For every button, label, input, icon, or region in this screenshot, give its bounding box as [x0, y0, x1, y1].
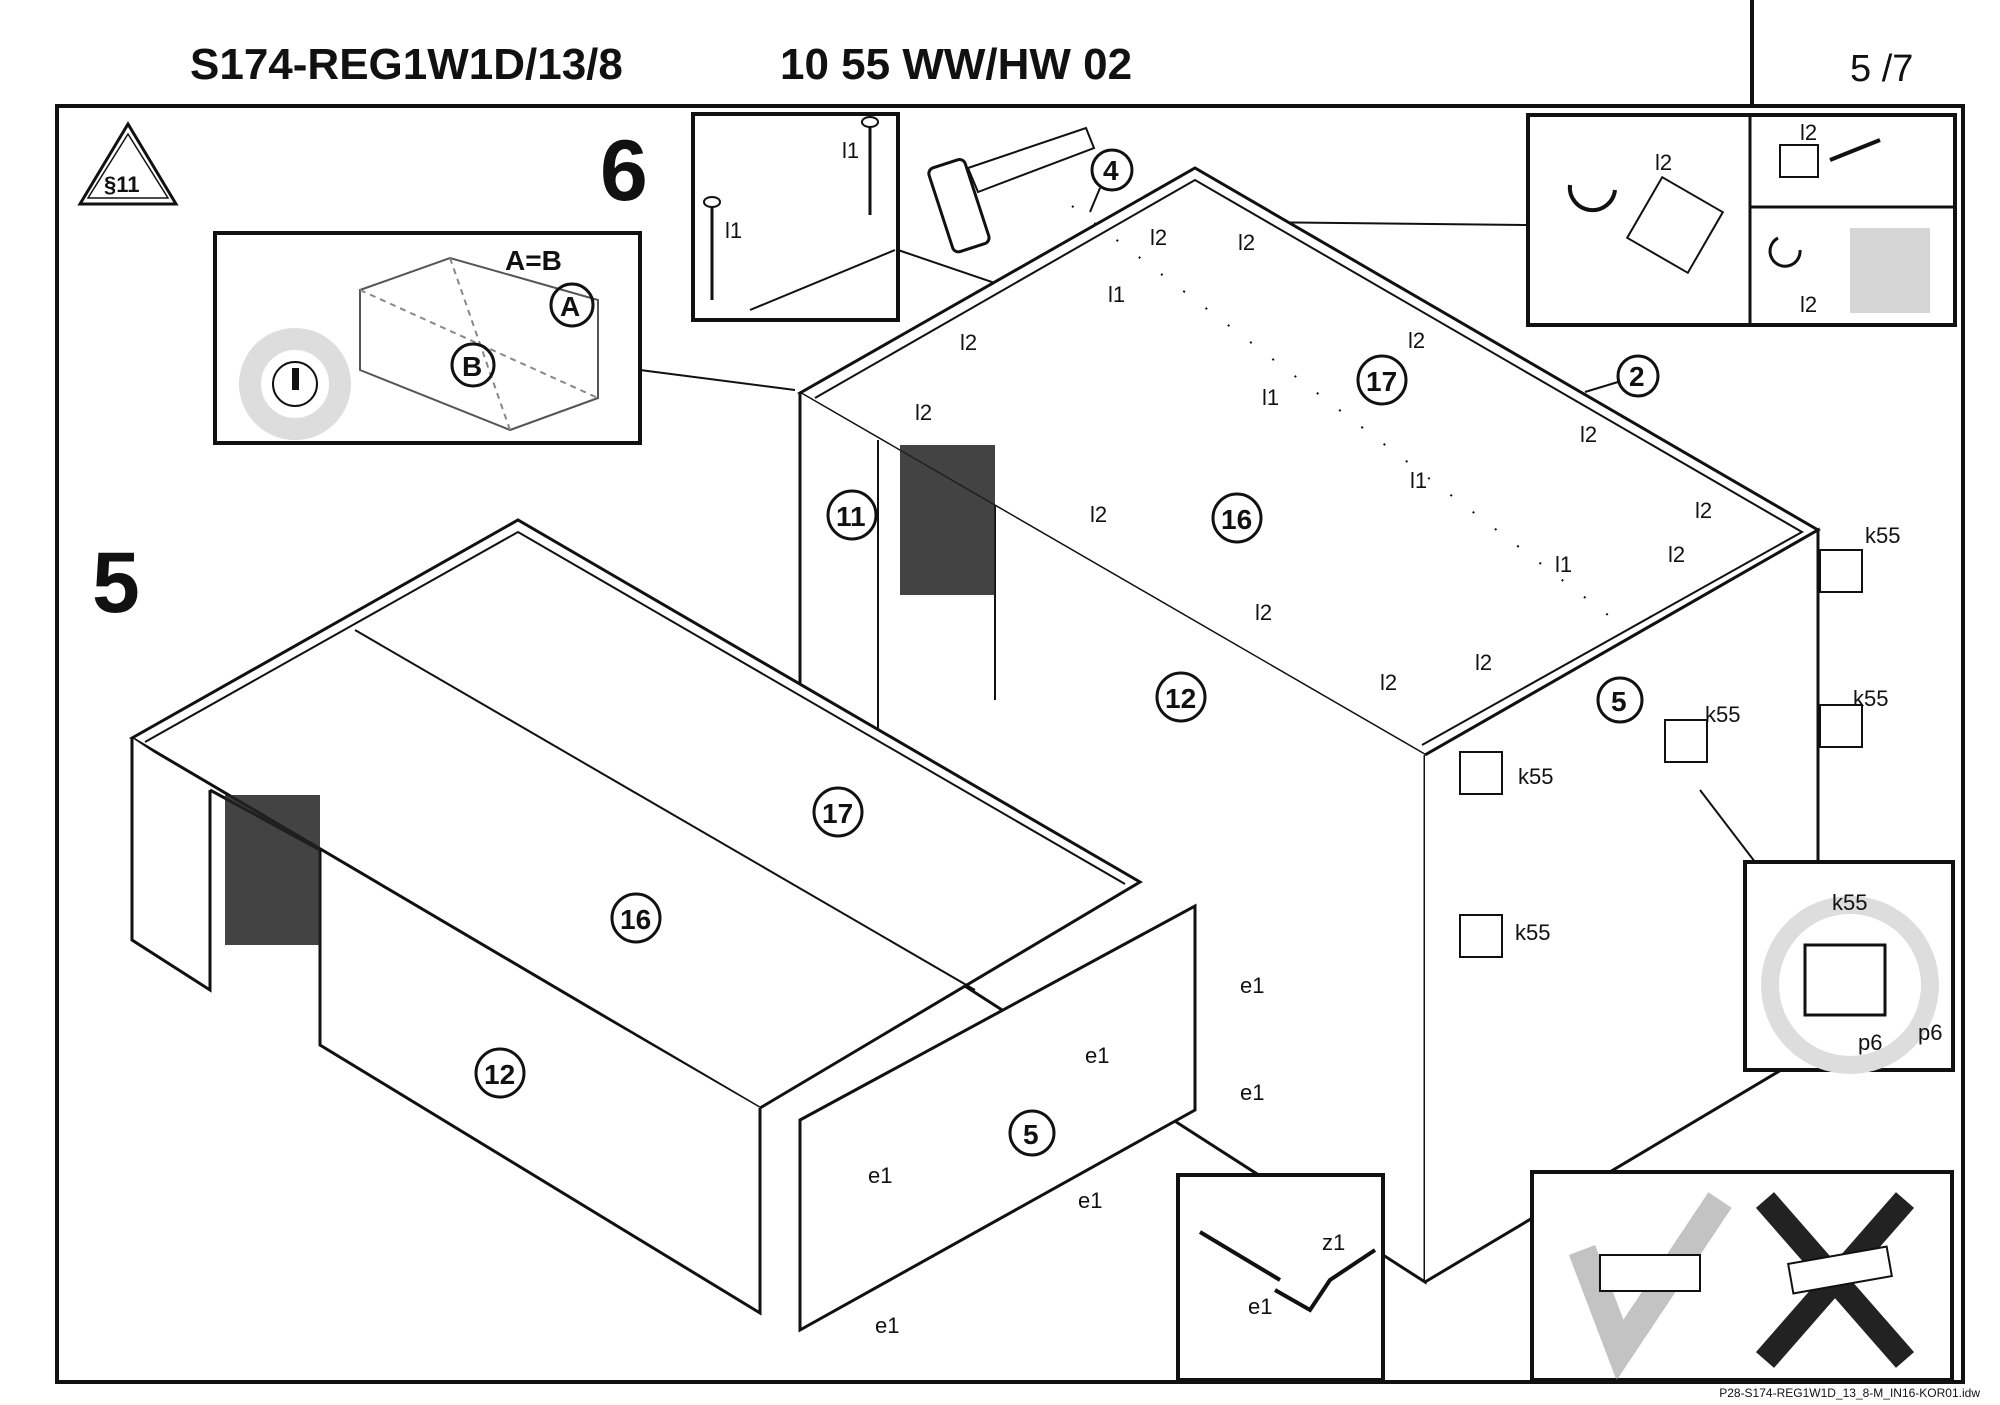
bracket-label-d: l2	[915, 400, 932, 425]
vent-grille-lower	[225, 795, 320, 945]
foot-label-a: k55	[1865, 523, 1900, 548]
key-label: z1	[1322, 1230, 1345, 1255]
bracket-label-top: l2	[1800, 120, 1817, 145]
bracket-label-a: l2	[1150, 225, 1167, 250]
step-6-number: 6	[600, 123, 648, 219]
foot-label-b: k55	[1853, 686, 1888, 711]
foot-label-e: k55	[1515, 920, 1550, 945]
bracket-label-b: l2	[1238, 230, 1255, 255]
bolt-label-c: e1	[1240, 1080, 1264, 1105]
part-17-lower: 17	[822, 798, 853, 829]
rotate-arrow-icon	[1567, 184, 1617, 213]
page-number: 5 /7	[1850, 48, 1914, 90]
part-16-upper: 16	[1221, 504, 1252, 535]
file-reference: P28-S174-REG1W1D_13_8-M_IN16-KOR01.idw	[1719, 1386, 1980, 1400]
nail-label-a: l1	[1108, 282, 1125, 307]
bolt-label-a: e1	[1240, 973, 1264, 998]
foot-label-d: k55	[1705, 702, 1740, 727]
foot-inset-label: k55	[1832, 890, 1867, 915]
header-divider	[1750, 0, 1754, 104]
bracket-label-h: l2	[1580, 422, 1597, 447]
bracket-label-main: l2	[1655, 150, 1672, 175]
screw-label-b: p6	[1918, 1020, 1942, 1045]
sub-code: 10 55 WW/HW 02	[780, 40, 1133, 89]
bracket-label-g: l2	[1408, 328, 1425, 353]
part-12-upper: 12	[1165, 683, 1196, 714]
nail-label-1: l1	[842, 138, 859, 163]
nail-label-d: l1	[1555, 552, 1572, 577]
bolt-label-f: e1	[875, 1313, 899, 1338]
callout-a: A	[560, 291, 580, 322]
attention-icon	[272, 361, 318, 407]
ab-rule-label: A=B	[505, 245, 562, 276]
part-4: 4	[1103, 155, 1119, 186]
check-icon	[1568, 1192, 1732, 1381]
drawing-frame	[55, 104, 1965, 1384]
bracket-label-c: l2	[960, 330, 977, 355]
bracket-label-j: l2	[1668, 542, 1685, 567]
part-5-lower: 5	[1023, 1119, 1039, 1150]
screw-arrow-icon	[1768, 236, 1802, 268]
carcass-step-6: 11 16 17 12 5 4 2 l2 l2 l2 l2 l2 l2 l2 l…	[796, 148, 1900, 1285]
foot-label-c: k55	[1518, 764, 1553, 789]
part-11-upper: 11	[836, 501, 866, 532]
part-17-upper: 17	[1366, 366, 1397, 397]
bolt-label-b: e1	[1085, 1043, 1109, 1068]
part-2: 2	[1629, 361, 1645, 392]
nail-label-b: l1	[1262, 385, 1279, 410]
watermark-icon-2	[1761, 896, 1939, 1074]
hammer-icon	[927, 126, 1096, 254]
bracket-label-k: l2	[1475, 650, 1492, 675]
carcass-step-5: 17 16 12 5 e1 e1 e1 e1 e1 e1	[128, 518, 1264, 1338]
part-16-lower: 16	[620, 904, 651, 935]
vent-grille	[900, 445, 995, 595]
step-5-number: 5	[92, 535, 140, 631]
key-bolt-label: e1	[1248, 1294, 1272, 1319]
bracket-inset: l2 l2 l2	[1241, 113, 1957, 327]
part-5-upper: 5	[1611, 686, 1627, 717]
part-12-lower: 12	[484, 1059, 515, 1090]
bolt-label-e: e1	[1078, 1188, 1102, 1213]
bolt-label-d: e1	[868, 1163, 892, 1188]
warning-badge: §11	[104, 172, 140, 197]
nail-label-c: l1	[1410, 468, 1427, 493]
bracket-label-e: l2	[1090, 502, 1107, 527]
product-code: S174-REG1W1D/13/8	[190, 40, 623, 89]
watermark-icon	[239, 328, 351, 440]
warning-triangle-icon: §11	[77, 121, 179, 206]
screw-label-a: p6	[1858, 1030, 1882, 1055]
bracket-label-bottom: l2	[1800, 292, 1817, 317]
key-inset: z1 e1	[1176, 1173, 1385, 1382]
squareness-inset: A=B A B	[213, 231, 796, 445]
bracket-label-f: l2	[1255, 600, 1272, 625]
carry-inset	[1530, 1170, 1954, 1382]
nail-label-2: l1	[725, 218, 742, 243]
callout-b: B	[462, 351, 482, 382]
bracket-label-l: l2	[1380, 670, 1397, 695]
foot-inset: k55 p6 p6	[1743, 860, 1955, 1074]
bracket-label-i: l2	[1695, 498, 1712, 523]
insert-arrow-icon	[1829, 138, 1881, 162]
